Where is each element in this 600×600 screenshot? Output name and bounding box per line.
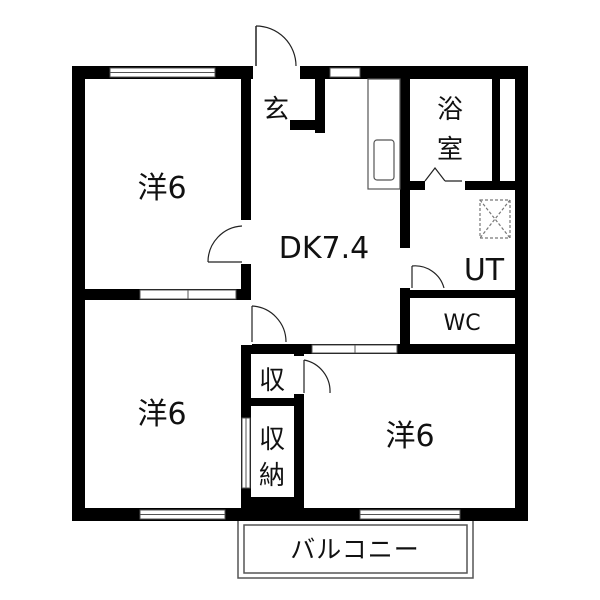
room-label-utility: UT [464,253,505,288]
sliding-door-bottom-right[interactable] [311,344,398,354]
room-label-western-top-left: 洋6 [137,171,186,206]
room-label-bathroom-2: 室 [437,135,463,165]
room-label-entrance: 玄 [263,95,289,125]
door-closet-small[interactable] [293,356,331,394]
room-label-toilet: WC [443,311,480,336]
entrance-door[interactable] [253,25,300,81]
room-label-closet-small: 収 [259,366,285,396]
washing-machine-space [479,199,511,239]
windows [109,67,461,520]
room-label-storage-1: 収 [259,425,285,455]
door-bottom-left-bedroom[interactable] [240,303,287,345]
door-top-left-bedroom[interactable] [207,220,252,264]
room-label-bathroom-1: 浴 [437,95,463,125]
room-label-western-bottom-right: 洋6 [385,419,434,454]
door-bathroom[interactable] [424,167,465,191]
kitchen-counter [367,78,401,190]
balcony [237,519,474,579]
room-label-storage-2: 納 [259,461,285,491]
door-utility[interactable] [399,248,445,289]
room-label-western-bottom-left: 洋6 [137,397,186,432]
door-storage[interactable] [241,417,251,489]
balcony-label: バルコニー [290,535,420,564]
room-label-dining-kitchen: DK7.4 [279,231,369,266]
sliding-door-left[interactable] [139,289,237,300]
